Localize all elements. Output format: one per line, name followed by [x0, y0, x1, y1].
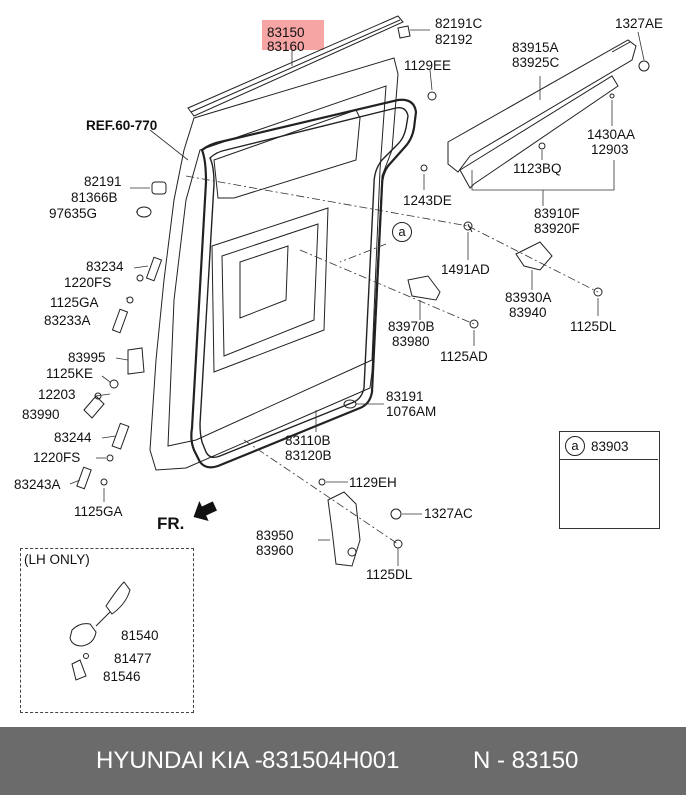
- part-label-83910f: 83910F: [534, 206, 580, 221]
- part-label-83970b: 83970B: [388, 319, 435, 334]
- footer-oem-number: N - 83150: [473, 747, 579, 774]
- part-label-12203: 12203: [38, 387, 76, 402]
- inset-circle-a: a: [565, 436, 585, 456]
- part-label-1220fs-top: 1220FS: [64, 275, 112, 290]
- part-label-1129eh: 1129EH: [349, 475, 397, 490]
- part-label-82191c: 82191C: [435, 16, 483, 31]
- footer-bar: HYUNDAI KIA - 831504H001 N - 83150: [0, 727, 686, 795]
- part-label-1327ac: 1327AC: [424, 506, 473, 521]
- part-label-1076am: 1076AM: [386, 404, 437, 419]
- inset-divider: [559, 459, 658, 460]
- part-label-1491ad: 1491AD: [441, 262, 490, 277]
- part-label-1125ke: 1125KE: [46, 366, 94, 381]
- reference-label: REF.60-770: [86, 118, 158, 133]
- part-label-82192: 82192: [435, 32, 473, 47]
- part-label-83191: 83191: [386, 389, 424, 404]
- lh-only-box: [20, 548, 194, 713]
- part-label-97635g: 97635G: [49, 206, 98, 221]
- part-label-83903: 83903: [591, 439, 629, 454]
- part-label-83990: 83990: [22, 407, 60, 422]
- part-label-1327ae: 1327AE: [615, 16, 664, 31]
- part-label-1125ga-bottom: 1125GA: [74, 504, 123, 519]
- part-label-1243de: 1243DE: [403, 193, 452, 208]
- part-label-1125dl-top: 1125DL: [570, 319, 617, 334]
- upper-rail-part: [447, 39, 637, 173]
- part-label-81546: 81546: [103, 669, 141, 684]
- weatherstrip-part: [187, 15, 404, 117]
- part-label-1220fs-bottom: 1220FS: [33, 450, 81, 465]
- part-label-1430aa: 1430AA: [587, 127, 636, 142]
- front-marker-label: FR.: [157, 514, 185, 533]
- door-panel-outline: [149, 57, 399, 471]
- part-label-12903: 12903: [591, 142, 629, 157]
- part-label-83234: 83234: [86, 259, 124, 274]
- part-label-83930a: 83930A: [505, 290, 552, 305]
- part-label-1125ad: 1125AD: [440, 349, 488, 364]
- part-label-83925c: 83925C: [512, 55, 560, 70]
- callout-circle-a: a: [392, 222, 412, 242]
- part-label-83150: 83150: [267, 25, 305, 40]
- part-label-83995: 83995: [68, 350, 106, 365]
- part-label-83940: 83940: [509, 305, 547, 320]
- lh-only-title: (LH ONLY): [24, 552, 90, 567]
- part-label-83110b: 83110B: [285, 433, 331, 448]
- part-label-83980: 83980: [392, 334, 430, 349]
- part-label-83160: 83160: [267, 39, 305, 54]
- part-label-1125ga-top: 1125GA: [50, 295, 99, 310]
- part-label-83950: 83950: [256, 528, 294, 543]
- part-label-83920f: 83920F: [534, 221, 580, 236]
- highlight-marker: [262, 20, 324, 50]
- front-arrow-icon: [193, 501, 217, 521]
- footer-brand: HYUNDAI KIA -: [96, 747, 263, 774]
- door-seal: [190, 98, 418, 469]
- footer-part-number: 831504H001: [262, 747, 400, 774]
- part-label-83960: 83960: [256, 543, 294, 558]
- door-line-art: [69, 15, 650, 681]
- part-label-83243a: 83243A: [14, 477, 61, 492]
- parts-diagram: a REF.60-770 FR. 83150 83160 82191C 8219…: [14, 15, 664, 713]
- part-label-1125dl-bottom: 1125DL: [366, 567, 413, 582]
- part-label-81477: 81477: [114, 651, 152, 666]
- part-label-82191: 82191: [84, 174, 122, 189]
- part-label-83915a: 83915A: [512, 40, 559, 55]
- part-label-83120b: 83120B: [285, 448, 332, 463]
- part-label-81540: 81540: [121, 628, 159, 643]
- part-label-1123bq: 1123BQ: [513, 161, 562, 176]
- part-label-81366b: 81366B: [71, 190, 118, 205]
- part-label-1129ee: 1129EE: [404, 58, 452, 73]
- part-label-83244: 83244: [54, 430, 92, 445]
- part-label-83233a: 83233A: [44, 313, 91, 328]
